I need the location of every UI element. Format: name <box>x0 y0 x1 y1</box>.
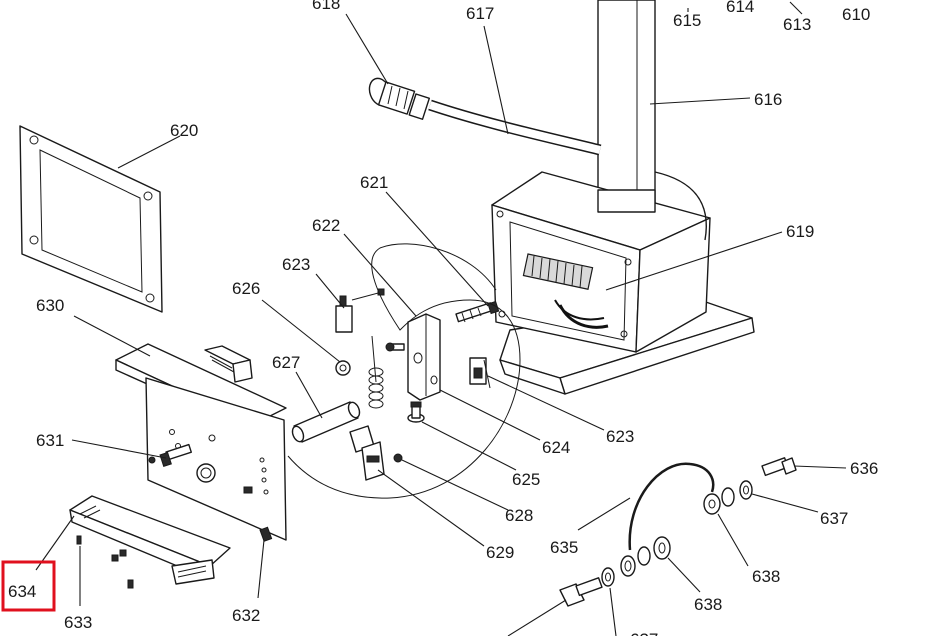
label-638a: 638 <box>752 567 780 586</box>
label-637b: 637 <box>630 630 658 636</box>
label-632: 632 <box>232 606 260 625</box>
part-labels: 618 617 615 614 613 610 616 619 620 621 … <box>8 0 878 636</box>
label-637: 637 <box>820 509 848 528</box>
label-618: 618 <box>312 0 340 13</box>
label-626: 626 <box>232 279 260 298</box>
label-628: 628 <box>505 506 533 525</box>
label-627: 627 <box>272 353 300 372</box>
microswitch-623-left <box>335 288 385 333</box>
bolt-625 <box>407 401 425 423</box>
switch-wire-loop <box>287 243 521 499</box>
label-636: 636 <box>850 459 878 478</box>
bracket-629 <box>349 425 385 481</box>
small-angle-bracket <box>204 345 253 383</box>
label-624: 624 <box>542 438 570 457</box>
ground-strap <box>620 462 721 577</box>
small-screws-633 <box>76 535 134 589</box>
label-629: 629 <box>486 543 514 562</box>
highlight-box-634 <box>1 560 56 612</box>
label-614: 614 <box>726 0 754 16</box>
screw-621 <box>455 300 500 323</box>
spring <box>368 335 384 409</box>
label-620: 620 <box>170 121 198 140</box>
label-610: 610 <box>842 5 870 24</box>
screw-632 <box>259 526 273 542</box>
label-616: 616 <box>754 90 782 109</box>
label-613: 613 <box>783 15 811 34</box>
lever-bracket <box>69 495 231 585</box>
label-623a: 623 <box>282 255 310 274</box>
microswitch-623-right <box>469 357 491 389</box>
bolt-636 <box>761 457 797 477</box>
label-619: 619 <box>786 222 814 241</box>
label-615: 615 <box>673 11 701 30</box>
label-617: 617 <box>466 4 494 23</box>
bolt-lower <box>559 577 603 607</box>
screw-small <box>385 342 405 352</box>
label-634: 634 <box>8 582 36 601</box>
mounting-plate <box>115 343 287 541</box>
cable-assembly <box>368 77 707 241</box>
label-622: 622 <box>312 216 340 235</box>
label-625: 625 <box>512 470 540 489</box>
junction-box <box>491 171 711 353</box>
label-621: 621 <box>360 173 388 192</box>
washers-637-638 <box>601 480 753 587</box>
label-638b: 638 <box>694 595 722 614</box>
label-623b: 623 <box>606 427 634 446</box>
label-633: 633 <box>64 613 92 632</box>
leader-lines <box>35 1 847 636</box>
nut-626 <box>335 360 351 376</box>
label-635: 635 <box>550 538 578 557</box>
label-630: 630 <box>36 296 64 315</box>
pin-627 <box>291 401 361 443</box>
label-631: 631 <box>36 431 64 450</box>
nut-628 <box>393 453 403 463</box>
gasket-frame <box>19 125 163 313</box>
block-622 <box>407 313 441 401</box>
column-post <box>597 0 656 211</box>
screw-631 <box>159 443 192 468</box>
